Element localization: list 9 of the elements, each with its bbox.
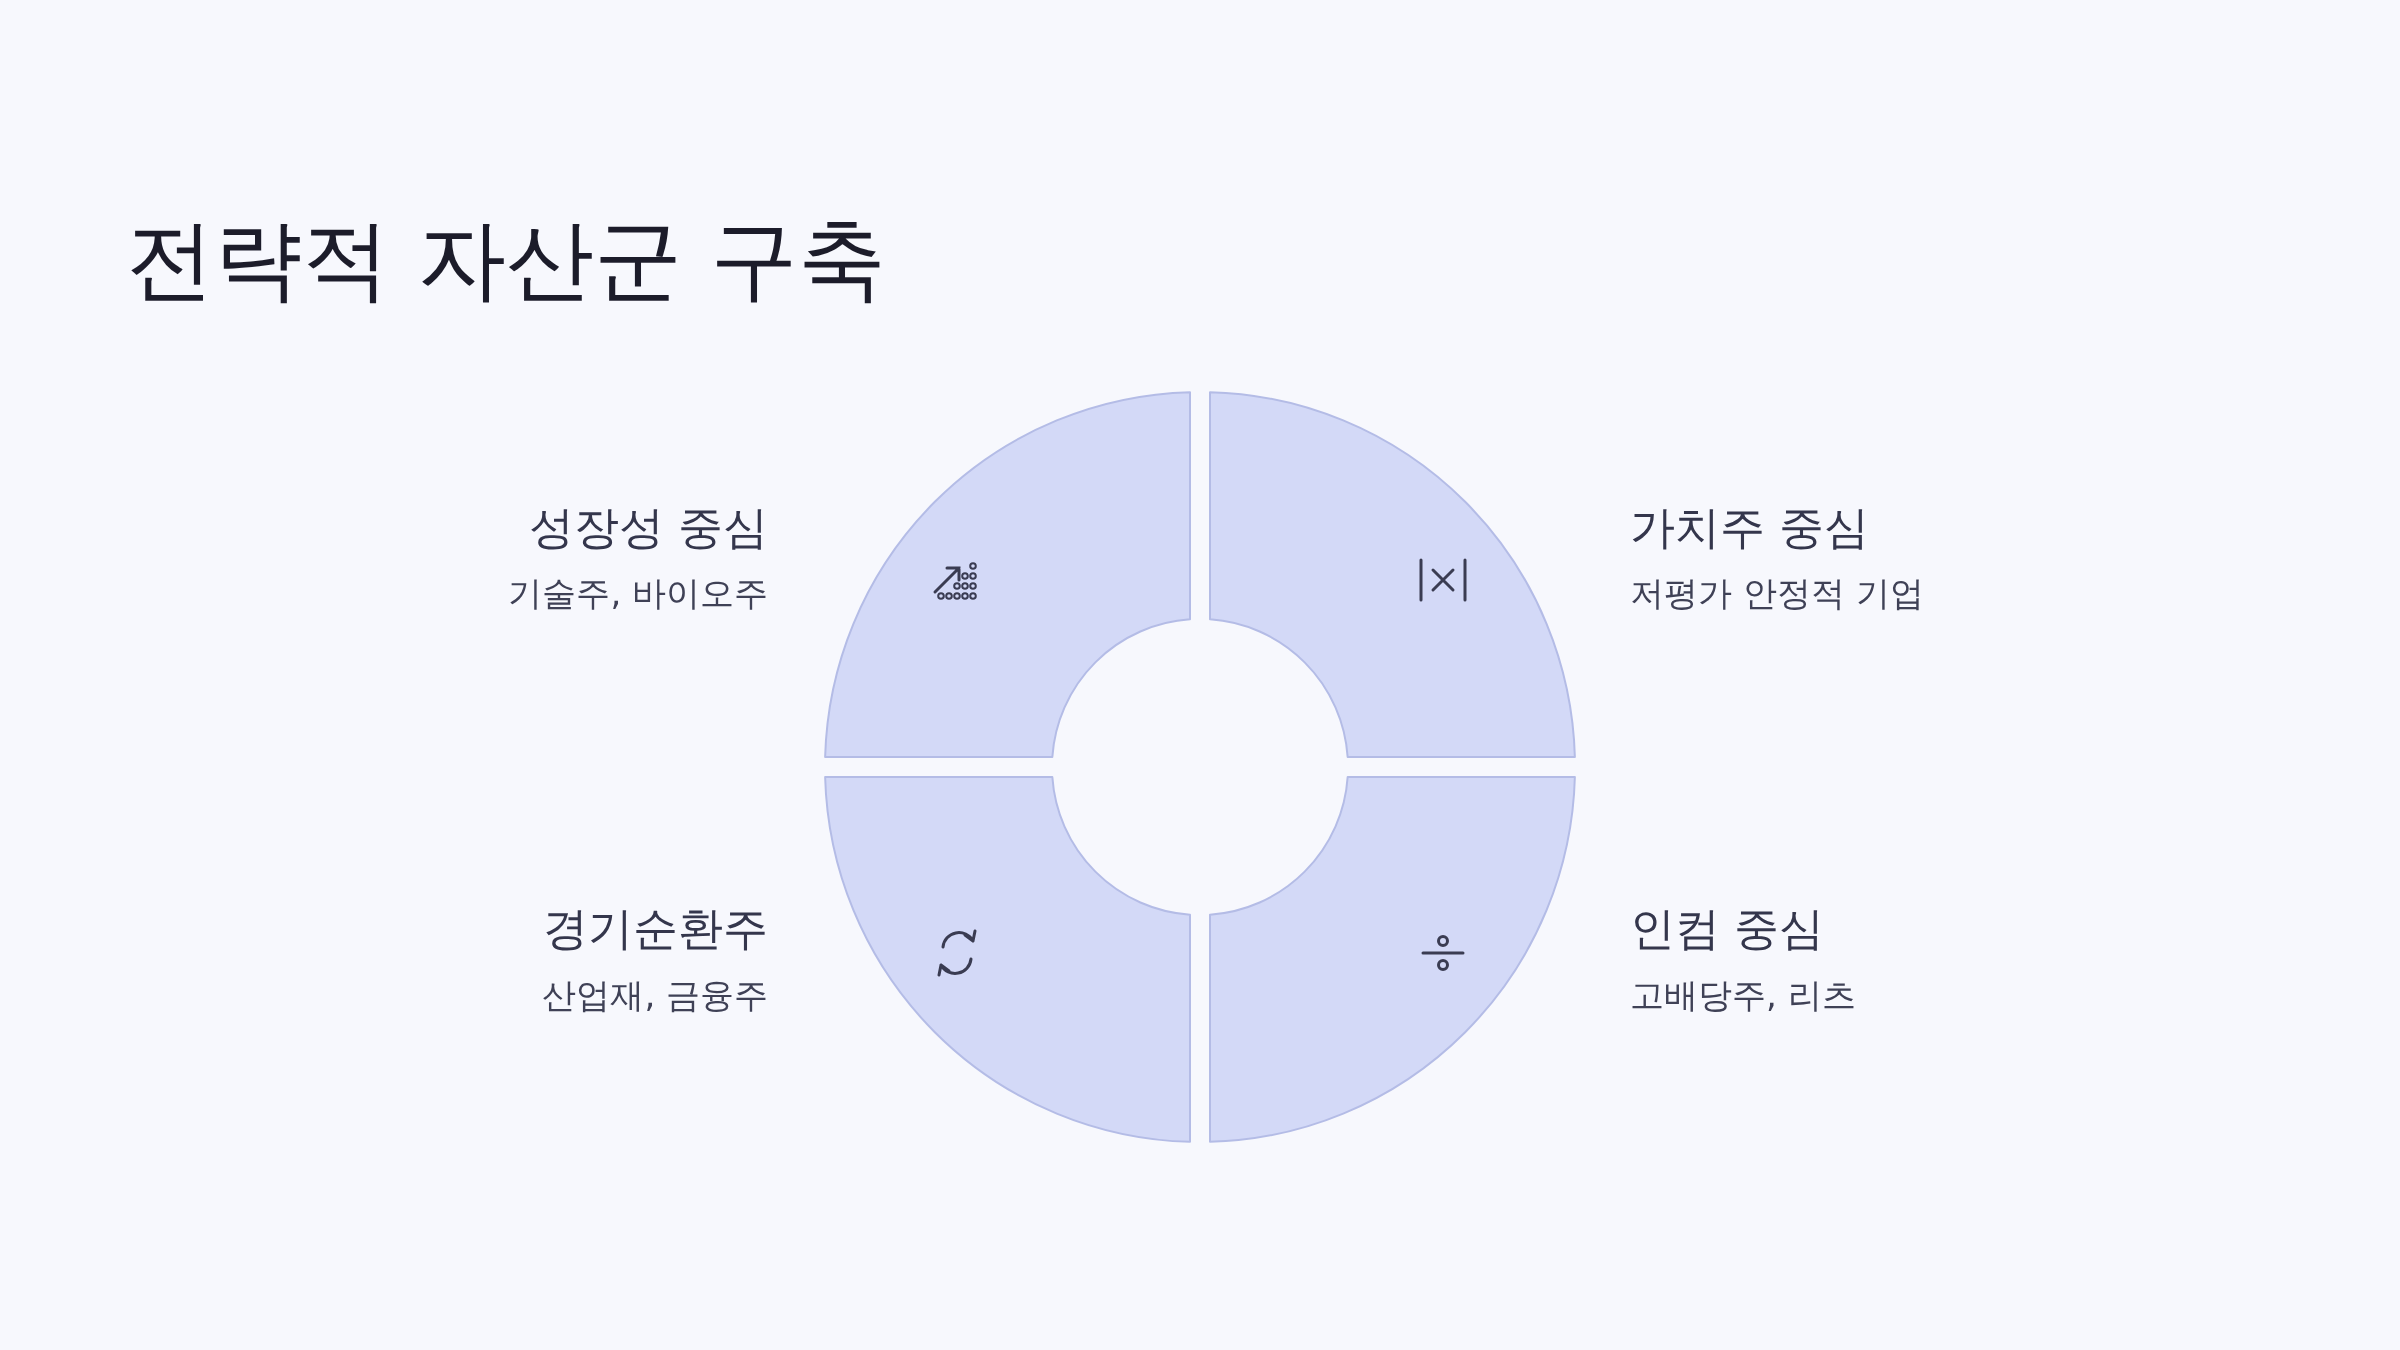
segment-heading: 경기순환주 bbox=[543, 904, 768, 954]
segment-description: 산업재, 금융주 bbox=[542, 977, 768, 1015]
segment-heading: 성장성 중심 bbox=[528, 503, 768, 553]
segment-heading: 인컴 중심 bbox=[1630, 904, 1825, 954]
segment-description: 저평가 안정적 기업 bbox=[1630, 575, 1924, 613]
segment-description: 고배당주, 리츠 bbox=[1630, 977, 1856, 1015]
segment-heading: 가치주 중심 bbox=[1630, 503, 1870, 553]
segment-description: 기술주, 바이오주 bbox=[508, 575, 768, 613]
title: 전략적 자산군 구축 bbox=[126, 212, 886, 309]
